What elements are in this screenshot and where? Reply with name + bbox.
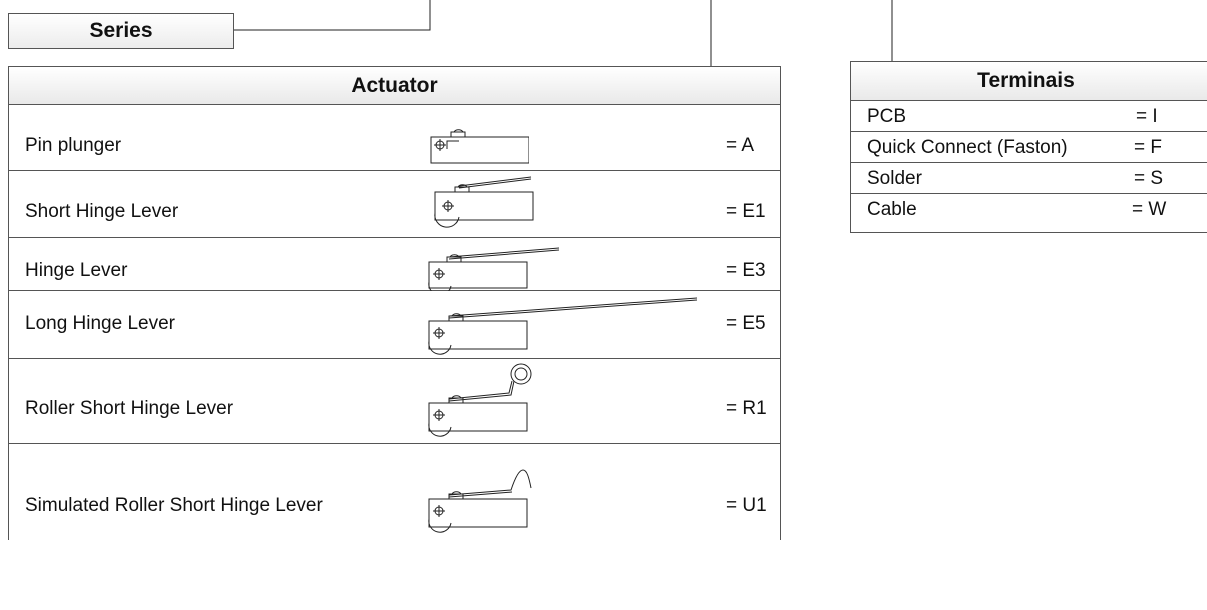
actuator-row: Long Hinge Lever = E5 [9,291,780,359]
actuator-row: Simulated Roller Short Hinge Lever = U1 [9,444,780,540]
actuator-code: = R1 [726,398,767,419]
actuator-code: = U1 [726,495,767,516]
actuator-label: Roller Short Hinge Lever [25,398,234,419]
terminal-row: Quick Connect (Faston) = F [851,132,1207,163]
actuator-label: Pin plunger [25,135,122,156]
short-hinge-lever-switch-icon [434,176,534,228]
terminal-code: = S [1134,168,1164,189]
terminals-header: Terminais [851,62,1207,101]
actuator-label: Simulated Roller Short Hinge Lever [25,495,323,516]
pin-plunger-switch-icon [430,129,529,164]
terminals-title: Terminais [977,69,1075,92]
terminal-row: Cable = W [851,194,1207,232]
actuator-header: Actuator [9,67,780,105]
terminal-label: Solder [867,168,922,189]
terminal-code: = I [1136,106,1158,127]
terminal-code: = F [1134,137,1162,158]
actuator-row: Pin plunger = A [9,105,780,171]
terminal-row: Solder = S [851,163,1207,194]
actuator-row: Roller Short Hinge Lever = R1 [9,359,780,444]
actuator-row: Short Hinge Lever = E1 [9,171,780,238]
long-hinge-lever-switch-icon [428,297,698,355]
actuator-code: = E5 [726,313,766,334]
roller-short-hinge-lever-switch-icon [428,363,532,437]
terminal-row: PCB = I [851,101,1207,132]
terminal-label: PCB [867,106,907,127]
actuator-row: Hinge Lever = E3 [9,238,780,291]
actuator-title: Actuator [351,73,438,97]
terminal-label: Cable [867,199,917,220]
terminals-table: Terminais PCB = I Quick Connect (Faston)… [850,61,1207,233]
series-connector-line [234,0,431,31]
simulated-roller-hinge-lever-switch-icon [428,469,532,533]
actuator-label: Long Hinge Lever [25,313,175,334]
hinge-lever-switch-icon [428,247,560,291]
terminal-code: = W [1132,199,1167,220]
actuator-code: = E3 [726,260,766,281]
actuator-code: = E1 [726,201,766,222]
actuator-label: Hinge Lever [25,260,128,281]
actuator-table: Actuator Pin plunger = A Short Hinge Lev… [8,66,781,540]
series-box: Series [8,13,234,49]
actuator-code: = A [726,135,754,156]
actuator-label: Short Hinge Lever [25,201,179,222]
terminal-label: Quick Connect (Faston) [867,137,1068,158]
series-label: Series [89,19,153,42]
